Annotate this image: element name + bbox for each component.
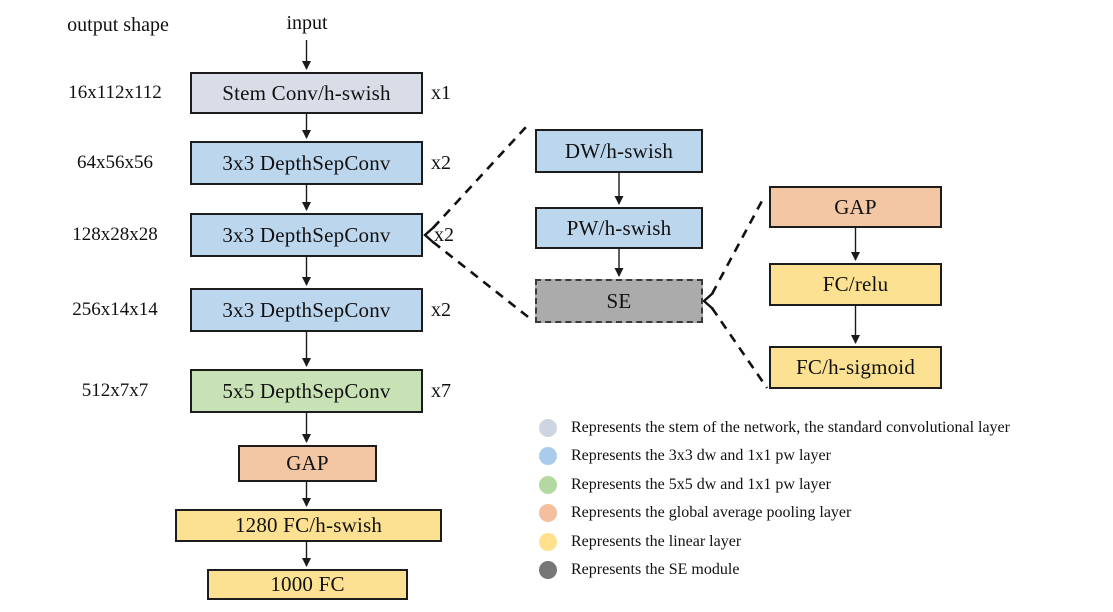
legend-label-gap: Represents the global average pooling la… [571,504,852,521]
legend-item-3x3: Represents the 3x3 dw and 1x1 pw layer [539,446,831,466]
node-se-fc-hsigmoid: FC/h-sigmoid [769,346,942,389]
dashed-connector-se-to-gap2 [710,198,765,295]
legend-item-se: Represents the SE module [539,560,739,580]
legend-item-5x5: Represents the 5x5 dw and 1x1 pw layer [539,475,831,495]
node-depthsepconv-3: 3x3 DepthSepConv [190,288,423,332]
output-shape-stage2: 64x56x56 [77,152,153,173]
legend-item-linear: Represents the linear layer [539,532,741,552]
multiplier-stage4: x2 [431,298,451,321]
caret-arrowhead-se [702,292,714,310]
legend-swatch-stem [539,419,557,437]
legend-swatch-5x5 [539,476,557,494]
node-depthsepconv-2: 3x3 DepthSepConv [190,213,423,257]
output-shape-stage4: 256x14x14 [72,299,158,320]
node-fc-1000: 1000 FC [207,569,408,600]
node-depthsepconv-5x5: 5x5 DepthSepConv [190,369,423,413]
node-se-fc-relu: FC/relu [769,263,942,306]
output-shape-stage5: 512x7x7 [81,380,149,401]
input-label: input [286,12,328,34]
legend-item-gap: Represents the global average pooling la… [539,503,851,523]
output-shape-header: output shape [67,14,169,36]
node-stem-conv: Stem Conv/h-swish [190,72,423,114]
legend-label-se: Represents the SE module [571,561,740,578]
output-shape-stage1: 16x112x112 [68,82,162,103]
legend-swatch-se [539,561,557,579]
node-fc-1280: 1280 FC/h-swish [175,509,442,542]
multiplier-stage3: x2 [434,223,454,246]
caret-arrowhead-stage3 [423,226,435,244]
node-depthsepconv-1: 3x3 DepthSepConv [190,141,423,185]
legend-label-3x3: Represents the 3x3 dw and 1x1 pw layer [571,447,831,464]
node-dw-hswish: DW/h-swish [535,129,703,173]
multiplier-stage1: x1 [431,81,451,104]
legend-item-stem: Represents the stem of the network, the … [539,418,1010,438]
legend-label-5x5: Represents the 5x5 dw and 1x1 pw layer [571,476,831,493]
node-gap: GAP [238,445,377,482]
legend-label-stem: Represents the stem of the network, the … [571,419,1010,436]
legend-swatch-gap [539,504,557,522]
node-se-module: SE [535,279,703,323]
node-se-gap: GAP [769,186,942,228]
legend-label-linear: Represents the linear layer [571,533,742,550]
multiplier-stage2: x2 [431,151,451,174]
node-pw-hswish: PW/h-swish [535,207,703,249]
output-shape-stage3: 128x28x28 [72,224,158,245]
multiplier-stage5: x7 [431,379,451,402]
legend-swatch-linear [539,533,557,551]
dashed-connector-se-to-fcsig [710,307,769,389]
legend-swatch-3x3 [539,447,557,465]
